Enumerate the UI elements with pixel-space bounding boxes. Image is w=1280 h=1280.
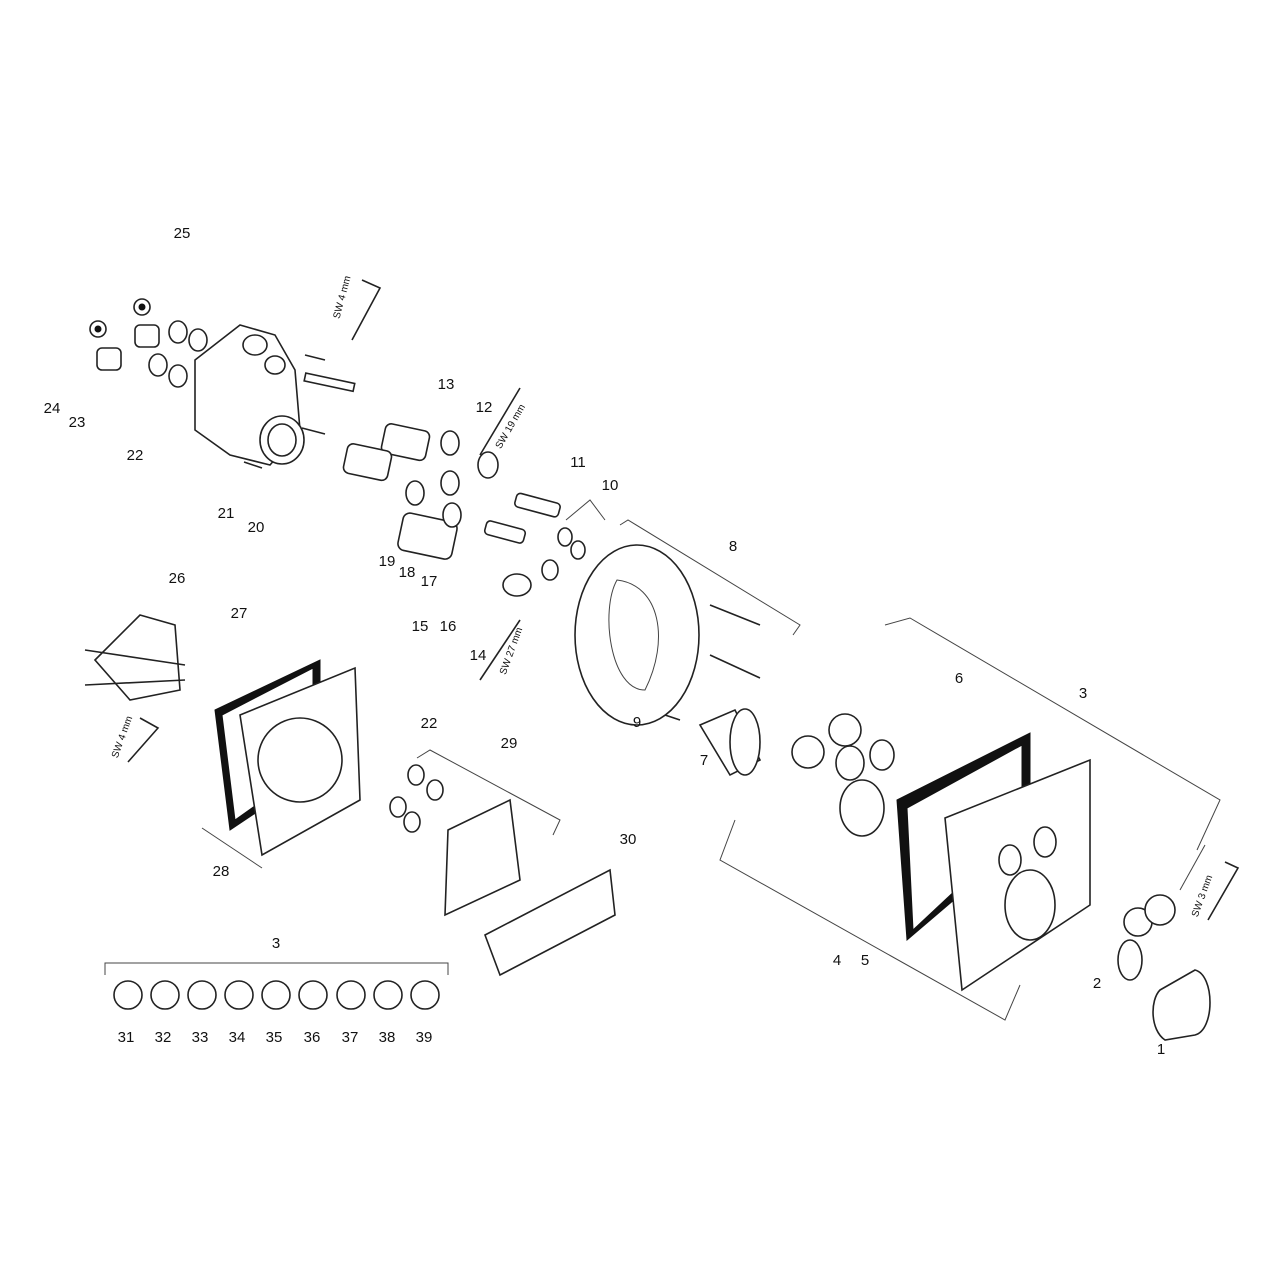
label-32: 32 — [155, 1029, 172, 1046]
label-19: 19 — [379, 553, 396, 570]
label-17: 17 — [421, 573, 438, 590]
label-25: 25 — [174, 225, 191, 242]
label-22b: 22 — [421, 715, 438, 732]
tool-icons — [127, 279, 1240, 921]
label-38: 38 — [379, 1029, 396, 1046]
sealing-plate — [389, 764, 521, 917]
label-7: 7 — [700, 752, 708, 769]
cartridges — [342, 423, 586, 597]
label-36: 36 — [304, 1029, 321, 1046]
nut-and-seals — [791, 713, 895, 837]
label-23: 23 — [69, 414, 86, 431]
label-5: 5 — [861, 952, 869, 969]
label-4: 4 — [833, 952, 841, 969]
cover-plate — [896, 732, 1091, 992]
tool-sw27: SW 27 mm — [498, 626, 525, 676]
label-22: 22 — [127, 447, 144, 464]
label-34: 34 — [229, 1029, 246, 1046]
valve-body-part — [194, 324, 305, 466]
label-1: 1 — [1157, 1041, 1165, 1058]
caps-and-rings — [89, 298, 208, 388]
label-20: 20 — [248, 519, 265, 536]
mounting-ring — [574, 544, 700, 726]
tool-sw19: SW 19 mm — [494, 403, 528, 451]
label-14: 14 — [470, 647, 487, 664]
label-12: 12 — [476, 399, 493, 416]
label-9: 9 — [633, 714, 641, 731]
label-2: 2 — [1093, 975, 1101, 992]
label-35: 35 — [266, 1029, 283, 1046]
label-33: 33 — [192, 1029, 209, 1046]
install-template — [484, 868, 616, 977]
label-10: 10 — [602, 477, 619, 494]
leader-lines — [104, 499, 1221, 1021]
label-8: 8 — [729, 538, 737, 555]
label-30: 30 — [620, 831, 637, 848]
label-11: 11 — [570, 454, 586, 471]
tool-sw4-top: SW 4 mm — [332, 275, 354, 320]
label-31: 31 — [118, 1029, 135, 1046]
label-21: 21 — [218, 505, 235, 522]
label-39: 39 — [416, 1029, 433, 1046]
label-18: 18 — [399, 564, 416, 581]
label-27: 27 — [231, 605, 248, 622]
mounting-bracket — [84, 614, 186, 701]
label-24: 24 — [44, 400, 61, 417]
label-6: 6 — [955, 670, 963, 687]
label-16: 16 — [440, 618, 457, 635]
button-caps — [113, 980, 440, 1010]
label-3: 3 — [1079, 685, 1087, 702]
label-15: 15 — [412, 618, 429, 635]
label-29: 29 — [501, 735, 518, 752]
label-37: 37 — [342, 1029, 359, 1046]
sleeve-part — [698, 708, 762, 777]
install-box — [214, 659, 361, 857]
handle-parts — [1117, 894, 1211, 1041]
label-28: 28 — [213, 863, 230, 880]
label-3b: 3 — [272, 935, 280, 952]
label-26: 26 — [169, 570, 186, 587]
label-13: 13 — [438, 376, 455, 393]
